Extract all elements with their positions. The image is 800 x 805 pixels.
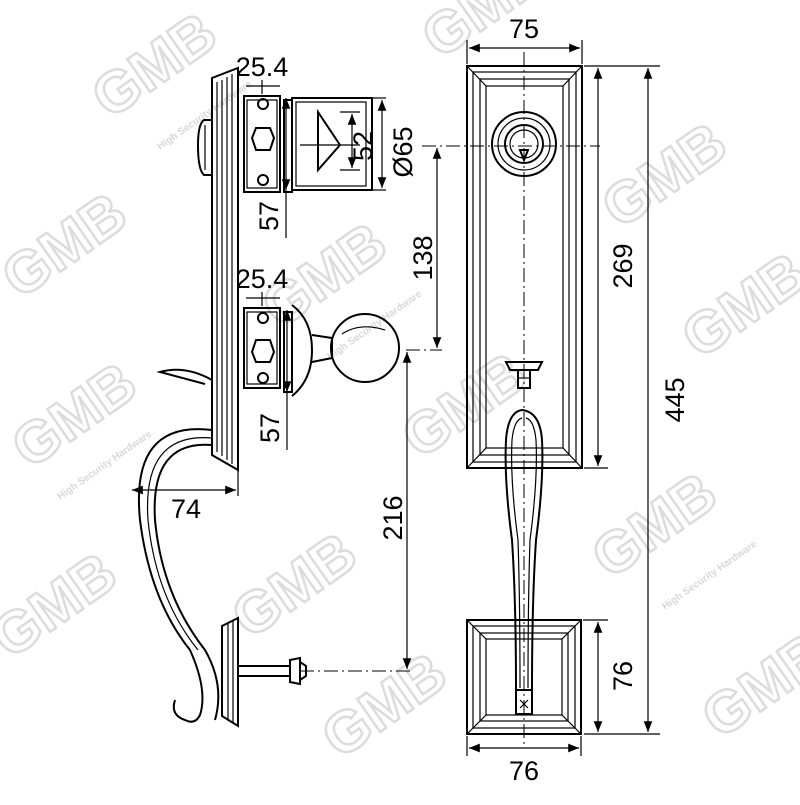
watermark-brand: GMB <box>0 350 148 481</box>
dimension-lines <box>132 40 660 756</box>
watermark-brand: GMB <box>690 620 800 751</box>
dim-plate-height: 269 <box>608 243 638 288</box>
watermark-brand: GMB <box>310 640 458 771</box>
dim-total-height: 445 <box>660 377 690 422</box>
dim-bottom-width: 76 <box>509 756 539 786</box>
dim-latch-backset: 25.4 <box>236 264 289 294</box>
watermark-brand: GMB <box>390 340 538 471</box>
side-handle <box>138 368 307 728</box>
dimension-labels: 75 76 445 269 76 138 216 Ø65 52 25.4 57 … <box>171 14 690 786</box>
front-view <box>300 52 600 745</box>
watermark-brand: GMB <box>670 240 800 371</box>
dim-bottom-plate-height: 76 <box>608 661 638 691</box>
watermark: GMB <box>0 179 140 312</box>
watermark-brand: GMB <box>220 520 368 651</box>
watermark: GMB <box>0 539 130 672</box>
dim-handle-to-knob: 216 <box>378 495 408 540</box>
watermark: GMB <box>0 349 150 482</box>
dim-deadbolt-length: 52 <box>348 131 378 161</box>
watermark: GMB <box>669 239 800 372</box>
watermark: GMB <box>389 339 540 472</box>
center-lines <box>300 52 600 745</box>
dim-handle-projection: 74 <box>171 494 201 524</box>
dim-deadbolt-backset: 25.4 <box>236 52 289 82</box>
watermark: GMB <box>309 639 460 772</box>
watermark: GMB <box>219 519 370 652</box>
watermark-brand: GMB <box>0 540 128 671</box>
dim-top-width: 75 <box>509 14 539 44</box>
dim-latch-bottom: 57 <box>255 413 285 443</box>
watermark-brand: GMB <box>0 180 138 311</box>
dim-diameter: Ø65 <box>388 126 418 177</box>
dim-deadbolt-bottom: 57 <box>254 201 284 231</box>
side-escutcheon <box>196 66 239 472</box>
watermark-brand: GMB <box>590 110 738 241</box>
dim-center-distance: 138 <box>408 235 438 280</box>
watermark: GMB <box>689 619 800 752</box>
watermark: GMB <box>589 109 740 242</box>
